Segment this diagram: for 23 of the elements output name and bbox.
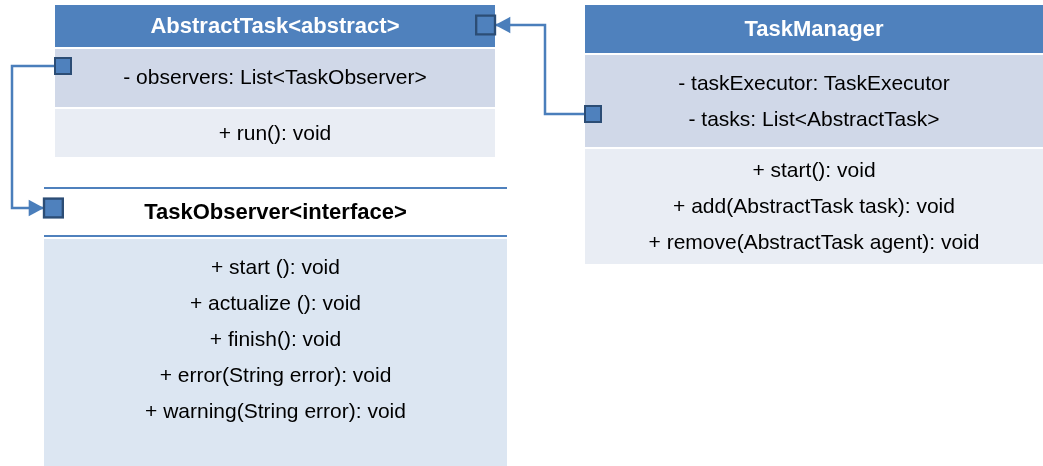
class-name: AbstractTask<abstract>	[55, 5, 495, 47]
class-name: TaskManager	[585, 5, 1043, 53]
attribute-section	[55, 49, 495, 107]
interface-box	[44, 187, 507, 466]
association-arrow	[10, 57, 72, 219]
method-text: + warning(String error): void	[145, 398, 406, 424]
attribute-text: - tasks: List<AbstractTask>	[688, 106, 940, 132]
method-text: + start(): void	[752, 157, 876, 183]
method-section	[44, 239, 507, 466]
class-name: TaskObserver<interface>	[44, 187, 507, 237]
method-text: + actualize (): void	[190, 290, 361, 316]
method-text: + remove(AbstractTask agent): void	[648, 229, 980, 255]
attribute-text: - observers: List<TaskObserver>	[123, 64, 427, 90]
method-text: + error(String error): void	[159, 362, 392, 388]
method-text: + finish(): void	[209, 326, 342, 352]
class-box	[585, 5, 1043, 264]
method-text: + add(AbstractTask task): void	[673, 193, 955, 219]
method-text: + run(): void	[218, 120, 332, 146]
attribute-text: - taskExecutor: TaskExecutor	[678, 70, 950, 96]
attribute-section	[585, 55, 1043, 147]
method-text: + start (): void	[211, 254, 340, 280]
association-arrow	[475, 14, 602, 123]
class-box	[55, 5, 495, 157]
